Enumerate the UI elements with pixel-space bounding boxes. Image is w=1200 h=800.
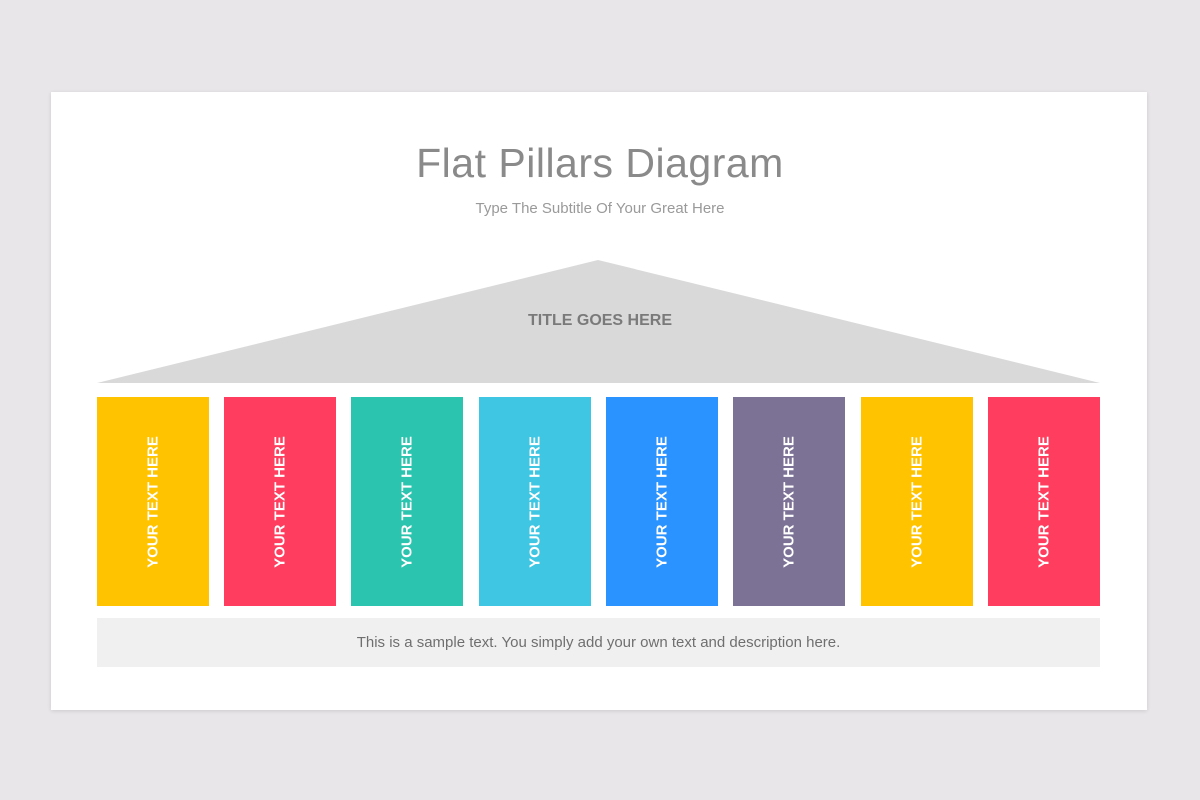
pillar-5-label: YOUR TEXT HERE — [653, 435, 671, 568]
pillar-2-label: YOUR TEXT HERE — [271, 435, 289, 568]
pillar-6: YOUR TEXT HERE — [733, 397, 845, 606]
pillar-2: YOUR TEXT HERE — [224, 397, 336, 606]
pillar-7: YOUR TEXT HERE — [861, 397, 973, 606]
page-subtitle: Type The Subtitle Of Your Great Here — [475, 200, 725, 217]
pillar-1: YOUR TEXT HERE — [97, 397, 209, 606]
pillar-7-label: YOUR TEXT HERE — [908, 435, 926, 568]
page-title: Flat Pillars Diagram — [416, 140, 784, 186]
roof-title: TITLE GOES HERE — [527, 312, 672, 329]
pillar-8: YOUR TEXT HERE — [988, 397, 1100, 606]
pillar-3-label: YOUR TEXT HERE — [398, 435, 416, 568]
pillar-8-label: YOUR TEXT HERE — [1035, 435, 1053, 568]
pillar-1-label: YOUR TEXT HERE — [144, 435, 162, 568]
pillar-4-label: YOUR TEXT HERE — [526, 435, 544, 568]
pillar-4: YOUR TEXT HERE — [479, 397, 591, 606]
pillar-5: YOUR TEXT HERE — [606, 397, 718, 606]
base-description: This is a sample text. You simply add yo… — [97, 618, 1100, 667]
pillar-6-label: YOUR TEXT HERE — [780, 435, 798, 568]
pillar-3: YOUR TEXT HERE — [351, 397, 463, 606]
